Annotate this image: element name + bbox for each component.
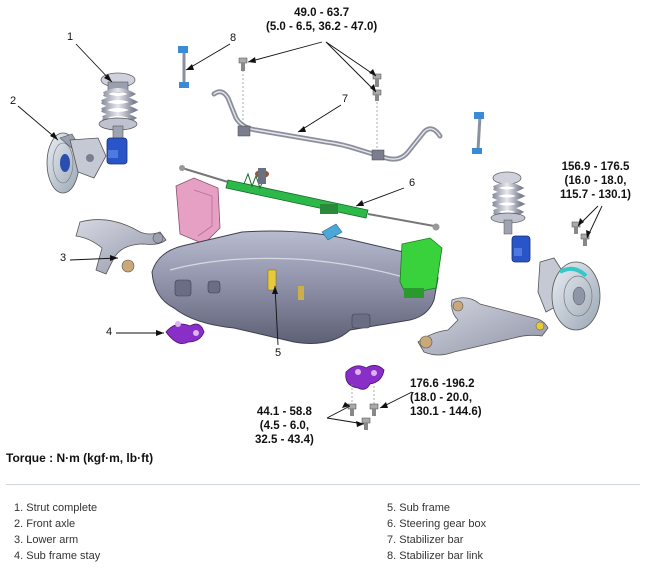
legend-item-front-axle: 2. Front axle xyxy=(14,518,76,530)
legend-right: 5. Sub frame 6. Steering gear box 7. Sta… xyxy=(387,500,486,564)
leader-1 xyxy=(75,43,113,83)
steering-gear-box xyxy=(179,165,440,241)
leader-torque-stab-2 xyxy=(325,41,377,77)
leader-torque-stay-1 xyxy=(326,405,351,419)
stabilizer-bar xyxy=(211,89,443,162)
sub-frame-stay xyxy=(165,321,205,345)
legend-left: 1. Strut complete 2. Front axle 3. Lower… xyxy=(14,500,100,564)
legend-item-stabilizer-bar: 7. Stabilizer bar xyxy=(387,534,464,546)
legend-item-sub-frame: 5. Sub frame xyxy=(387,502,450,514)
leader-6 xyxy=(355,187,405,207)
subframe-bracket-green xyxy=(399,237,443,298)
front-suspension-diagram xyxy=(17,41,603,430)
torque-strut-bolts: 156.9 - 176.5 (16.0 - 18.0, 115.7 - 130.… xyxy=(560,161,631,201)
leader-arrowheads xyxy=(50,57,591,427)
legend-item-lower-arm: 3. Lower arm xyxy=(14,534,79,546)
leader-2 xyxy=(17,105,59,141)
lower-arm-left xyxy=(75,219,167,275)
lower-arm-right xyxy=(417,297,549,356)
torque-subframe-stay: 44.1 - 58.8 (4.5 - 6.0, 32.5 - 43.4) xyxy=(255,406,314,446)
legend-item-strut-complete: 1. Strut complete xyxy=(14,502,98,514)
legend-item-stabilizer-bar-link: 8. Stabilizer bar link xyxy=(387,550,483,562)
sub-frame-rear-stay xyxy=(345,365,385,430)
callout-4: 4 xyxy=(106,326,113,338)
front-axle-right xyxy=(537,257,601,331)
legend-item-sub-frame-stay: 4. Sub frame stay xyxy=(14,550,101,562)
strut-upper-bolts xyxy=(571,221,590,246)
callout-8: 8 xyxy=(230,32,237,44)
stabilizer-bar-link-right xyxy=(472,112,484,154)
strut-complete-right xyxy=(490,171,531,263)
callout-5: 5 xyxy=(275,347,282,359)
torque-subframe-rear: 176.6 -196.2 (18.0 - 20.0, 130.1 - 144.6… xyxy=(410,378,482,418)
leader-7 xyxy=(297,104,342,133)
leader-torque-stab-3 xyxy=(325,41,377,93)
torque-unit-note: Torque : N·m (kgf·m, lb·ft) xyxy=(6,451,154,465)
divider xyxy=(6,484,640,485)
leader-8 xyxy=(185,43,231,71)
callout-1: 1 xyxy=(67,31,74,43)
leader-torque-stab-1 xyxy=(247,41,323,63)
callout-6: 6 xyxy=(409,177,416,189)
legend-item-steering-gear-box: 6. Steering gear box xyxy=(387,518,487,530)
strut-complete-left xyxy=(98,72,139,165)
torque-stabilizer-bolts: 49.0 - 63.7 (5.0 - 6.5, 36.2 - 47.0) xyxy=(266,7,378,33)
leader-5 xyxy=(274,285,279,346)
callout-2: 2 xyxy=(10,95,17,107)
callout-7: 7 xyxy=(342,93,349,105)
front-axle-left xyxy=(46,132,107,194)
callout-3: 3 xyxy=(60,252,67,264)
sub-frame xyxy=(151,230,439,344)
lower-arm-bracket-pink xyxy=(175,177,221,245)
leader-lines xyxy=(17,41,603,425)
stabilizer-bar-link-left xyxy=(178,46,189,88)
stabilizer-bolts xyxy=(238,57,382,150)
